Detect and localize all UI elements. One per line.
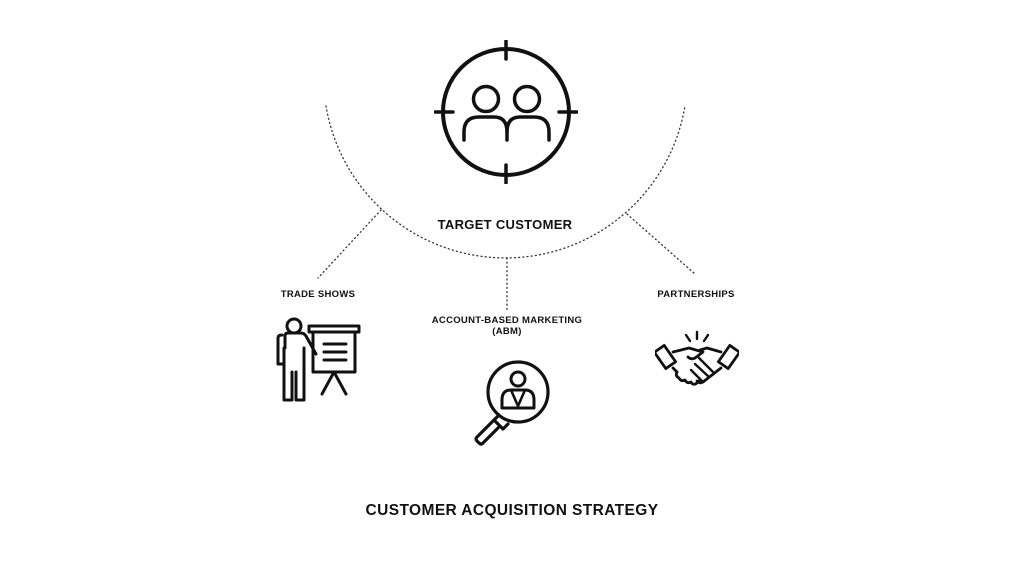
diagram-title: CUSTOMER ACQUISITION STRATEGY: [365, 502, 659, 519]
branch-label-abm: ACCOUNT-BASED MARKETING (ABM): [405, 315, 609, 337]
presenter-board-icon: [276, 317, 361, 402]
branch-label-abm-line1: ACCOUNT-BASED MARKETING: [431, 315, 583, 326]
branch-label-trade-shows: TRADE SHOWS: [280, 289, 356, 300]
target-customer-icon: [434, 40, 578, 184]
connector-trade-shows: [317, 209, 382, 279]
branch-label-partnerships: PARTNERSHIPS: [657, 289, 735, 300]
magnifier-person-icon: [474, 360, 550, 446]
branch-label-abm-line2: (ABM): [492, 326, 522, 337]
handshake-icon: [655, 330, 739, 386]
center-arc: [325, 105, 686, 259]
center-label: TARGET CUSTOMER: [437, 217, 573, 232]
connector-partnerships: [626, 213, 696, 275]
